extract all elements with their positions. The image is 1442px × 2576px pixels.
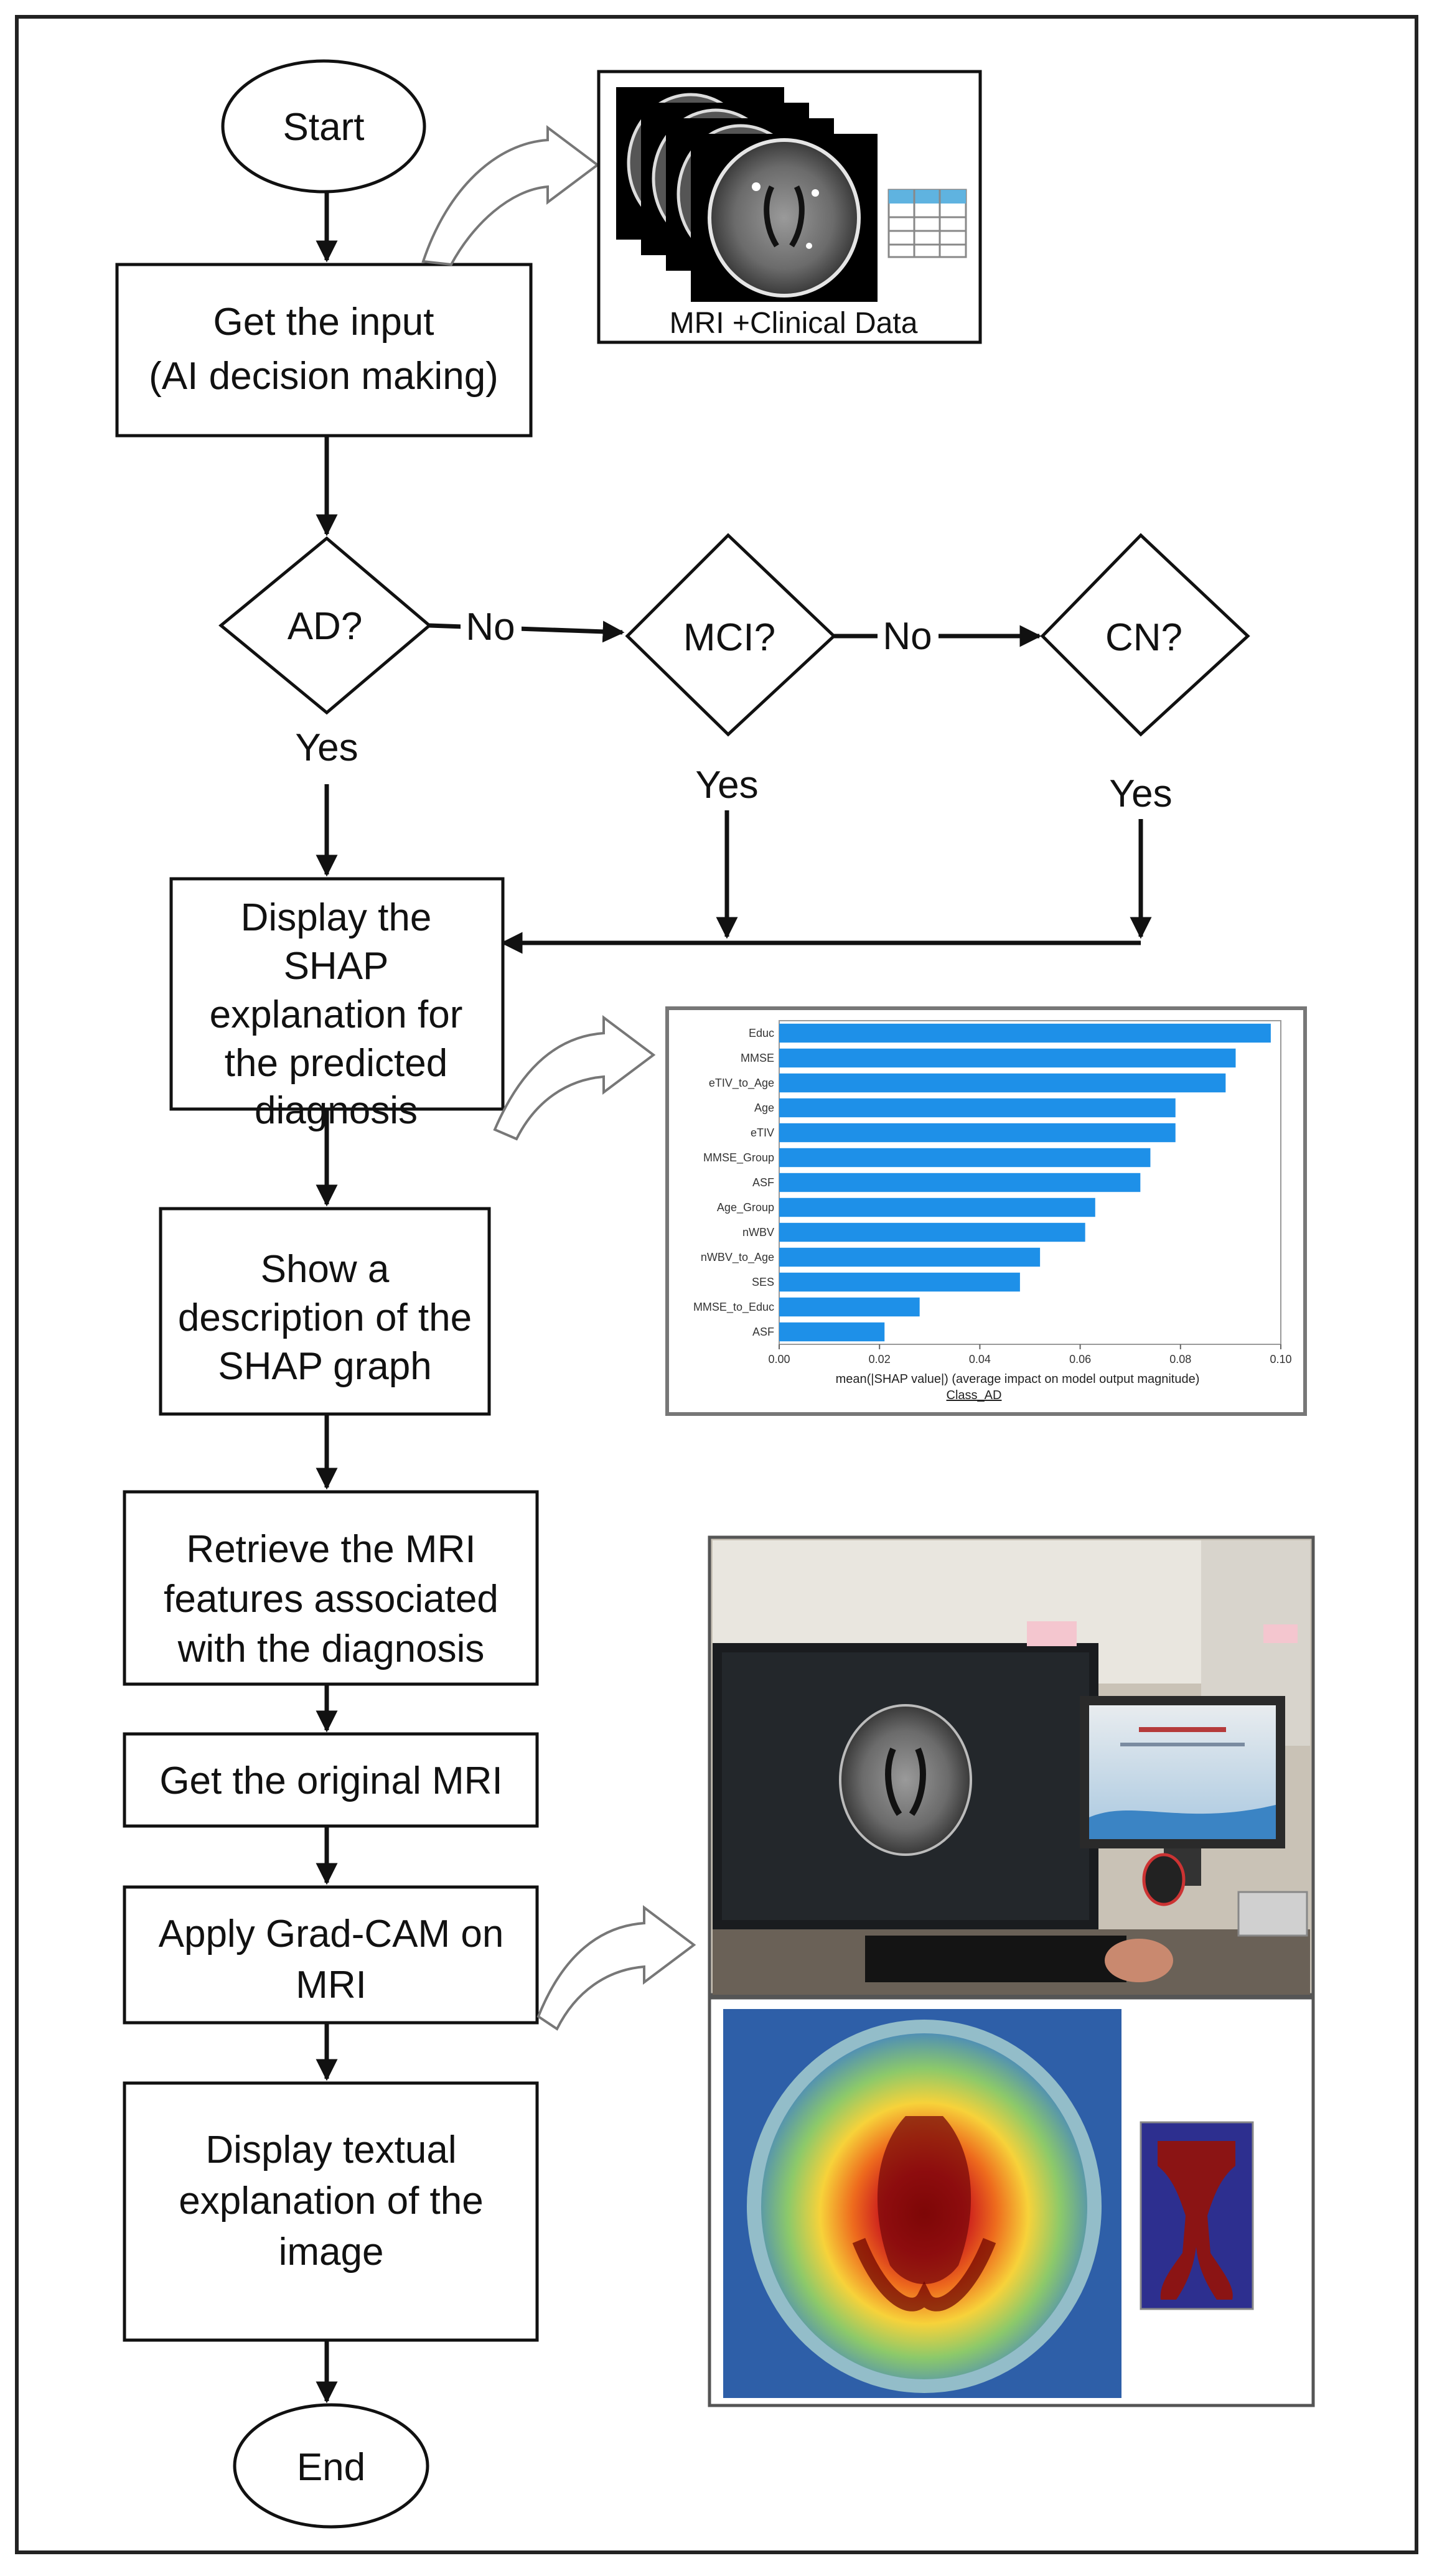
shap-bar (779, 1123, 1176, 1143)
shap-category-label: MMSE (741, 1052, 774, 1064)
shap-line-1: Display the (241, 896, 432, 939)
shap-category-label: MMSE_to_Educ (693, 1301, 774, 1314)
shap-category-label: Age_Group (717, 1201, 774, 1214)
node-original-mri: Get the original MRI (123, 1732, 539, 1828)
shap-category-label: SES (752, 1276, 774, 1288)
gradcam-line-2: MRI (296, 1964, 367, 2007)
mri-clinical-caption: MRI +Clinical Data (670, 307, 918, 340)
shap-bar (779, 1023, 1271, 1043)
end-label: End (297, 2446, 365, 2489)
shap-category-label: Age (754, 1102, 774, 1114)
node-shap-explanation: Display the SHAP explanation for the pre… (169, 877, 505, 1132)
shap-bar (779, 1272, 1020, 1292)
edge-label-yes-ad: Yes (295, 726, 358, 769)
shap-x-tick-label: 0.04 (969, 1353, 991, 1365)
textual-line-3: image (279, 2231, 384, 2274)
callout-arrow-shap (493, 1015, 656, 1141)
node-get-input: Get the input (AI decision making) (115, 263, 533, 438)
node-gradcam: Apply Grad-CAM on MRI (123, 1885, 539, 2025)
table-icon (887, 189, 967, 258)
shap-bar (779, 1322, 885, 1342)
edge-label-yes-mci: Yes (695, 764, 758, 807)
original-label: Get the original MRI (159, 1759, 502, 1802)
cn-label: CN? (1105, 616, 1182, 659)
edge-labels: No No Yes Yes Yes (291, 606, 1178, 819)
desc-line-1: Show a (261, 1248, 390, 1291)
node-end: End (233, 2403, 429, 2529)
gradcam-panel (708, 1996, 1315, 2407)
shap-line-2: SHAP (284, 945, 389, 988)
no2-bg (878, 616, 939, 660)
shap-bar (779, 1222, 1085, 1242)
decision-mci: MCI? (625, 533, 836, 737)
mci-label: MCI? (683, 616, 775, 659)
shap-bar (779, 1073, 1226, 1093)
shap-bar (779, 1247, 1041, 1267)
shap-x-tick-label: 0.06 (1069, 1353, 1091, 1365)
callout-arrow-gradcam (536, 1905, 696, 2031)
input-line-1: Get the input (213, 301, 434, 344)
ad-label: AD? (288, 605, 363, 648)
node-retrieve-features: Retrieve the MRI features associated wit… (123, 1490, 539, 1686)
shap-bar (779, 1048, 1236, 1068)
callout-arrows (421, 125, 696, 2031)
shap-line-4: the predicted (225, 1042, 447, 1085)
keyboard (865, 1936, 1126, 1982)
shap-category-label: eTIV (751, 1126, 774, 1139)
outer-frame (15, 15, 1418, 2554)
yes-ad-bg (291, 728, 366, 773)
edges (316, 192, 1152, 2404)
edge-ad-mci (429, 621, 625, 643)
shap-line-5: diagnosis (255, 1089, 418, 1132)
shap-category-label: ASF (752, 1326, 774, 1338)
gradcam-line-1: Apply Grad-CAM on (159, 1913, 504, 1955)
shap-bar (779, 1297, 920, 1317)
yes-cn-bg (1103, 774, 1178, 819)
decision-ad: AD? (218, 536, 432, 715)
shap-category-label: nWBV_to_Age (701, 1251, 774, 1264)
textual-line-1: Display textual (205, 2129, 456, 2171)
shap-category-label: MMSE_Group (703, 1151, 774, 1164)
shap-line-3: explanation for (210, 993, 463, 1036)
shap-bar (779, 1173, 1141, 1192)
textual-line-2: explanation of the (179, 2180, 484, 2222)
mri-stack (616, 87, 878, 302)
retrieve-line-1: Retrieve the MRI (186, 1528, 475, 1571)
node-start: Start (221, 59, 426, 194)
shap-bar (779, 1148, 1151, 1168)
shap-x-tick-label: 0.00 (768, 1353, 790, 1365)
node-shap-description: Show a description of the SHAP graph (159, 1207, 491, 1416)
edge-label-yes-cn: Yes (1109, 772, 1172, 815)
mri-clinical-panel: MRI +Clinical Data (597, 70, 982, 344)
shap-legend-label: Class_AD (947, 1389, 1002, 1402)
shap-category-label: eTIV_to_Age (709, 1077, 774, 1090)
callout-arrow-input (421, 125, 600, 266)
shap-category-label: nWBV (742, 1226, 774, 1239)
yes-mci-bg (690, 766, 764, 810)
shap-x-axis-label: mean(|SHAP value|) (average impact on mo… (836, 1372, 1200, 1386)
no1-bg (461, 607, 522, 650)
edge-label-no-mci: No (883, 615, 932, 658)
retrieve-line-2: features associated (164, 1578, 499, 1621)
desc-line-3: SHAP graph (218, 1345, 432, 1388)
start-label: Start (283, 106, 365, 149)
decision-cn: CN? (1040, 533, 1250, 737)
desc-line-2: description of the (178, 1296, 472, 1339)
shap-category-label: Educ (749, 1027, 774, 1039)
shap-bar (779, 1098, 1176, 1118)
input-line-2: (AI decision making) (149, 355, 499, 398)
retrieve-line-3: with the diagnosis (177, 1628, 485, 1670)
shap-x-tick-label: 0.10 (1270, 1353, 1291, 1365)
shap-x-tick-label: 0.02 (869, 1353, 891, 1365)
shap-x-tick-label: 0.08 (1169, 1353, 1191, 1365)
node-textual-explanation: Display textual explanation of the image (123, 2081, 539, 2342)
shap-category-label: ASF (752, 1176, 774, 1189)
computer-photo-panel (708, 1535, 1315, 1997)
edge-label-no-ad: No (466, 606, 515, 649)
shap-bar (779, 1197, 1095, 1217)
